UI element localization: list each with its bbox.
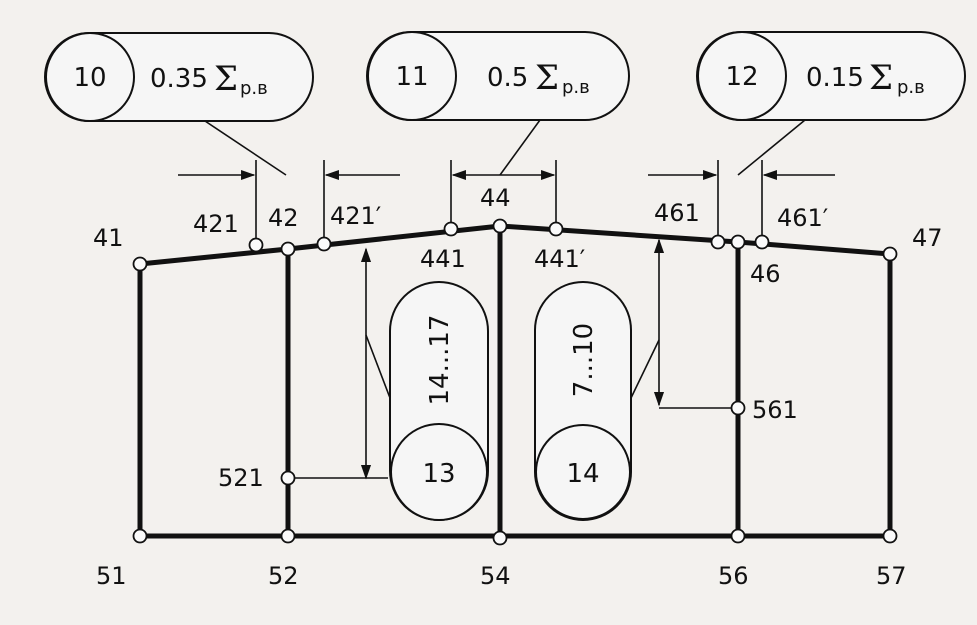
callout-circle	[697, 31, 787, 121]
node-441p-label: 441′	[534, 245, 585, 273]
node-461-label: 461	[654, 199, 700, 227]
leader-line	[630, 339, 660, 399]
callout-coef: 0.35	[150, 64, 208, 94]
node-56-label: 56	[718, 562, 749, 590]
leader-line	[499, 119, 541, 176]
sigma-symbol: Σ	[214, 59, 238, 99]
range-callout-14: 14 7...10	[534, 281, 660, 521]
callout-12: 12 0.15 Σ р.в	[696, 31, 966, 121]
sigma-subscript: р.в	[562, 77, 590, 98]
node-421p-label: 421′	[330, 202, 381, 230]
node-46-label: 46	[750, 260, 781, 288]
node-441-label: 441	[420, 245, 466, 273]
node-561-point	[730, 400, 746, 416]
range-callout-13: 13 14...17	[365, 281, 489, 521]
callout-number: 10	[73, 63, 106, 93]
node-421-point	[248, 237, 264, 253]
range-number: 14	[566, 459, 599, 489]
node-421-label: 421	[193, 210, 239, 238]
dimension-461	[648, 160, 835, 241]
node-46-point	[730, 234, 746, 250]
sigma-subscript: р.в	[897, 77, 925, 98]
callout-number: 11	[395, 62, 428, 92]
node-41-point	[132, 256, 148, 272]
range-circle	[535, 424, 631, 520]
node-44-point	[492, 218, 508, 234]
node-56-point	[730, 528, 746, 544]
range-label: 7...10	[569, 323, 599, 397]
node-42-point	[280, 241, 296, 257]
node-461p-point	[754, 234, 770, 250]
callout-coef: 0.15	[806, 63, 864, 93]
callout-circle	[45, 32, 135, 122]
node-47-point	[882, 246, 898, 262]
range-number: 13	[422, 459, 455, 489]
node-labels: 41 421 42 421′ 441 44 441′ 461 461′ 46 4…	[93, 184, 943, 590]
node-52-point	[280, 528, 296, 544]
range-label: 14...17	[425, 315, 455, 406]
leader-line	[204, 120, 287, 176]
dimension-521	[288, 247, 388, 480]
node-421p-point	[316, 236, 332, 252]
leader-line	[365, 334, 391, 399]
callout-coef: 0.5	[487, 63, 528, 93]
callout-number: 12	[725, 62, 758, 92]
node-54-point	[492, 530, 508, 546]
node-521-point	[280, 470, 296, 486]
callout-10: 10 0.35 Σ р.в	[44, 32, 314, 122]
node-561-label: 561	[752, 396, 798, 424]
node-57-point	[882, 528, 898, 544]
dimension-44	[450, 160, 557, 228]
node-54-label: 54	[480, 562, 511, 590]
leader-line	[737, 119, 806, 176]
node-41-label: 41	[93, 224, 124, 252]
node-461p-label: 461′	[777, 204, 828, 232]
node-42-label: 42	[268, 204, 299, 232]
range-circle	[390, 423, 488, 521]
node-521-label: 521	[218, 464, 264, 492]
node-441p-point	[548, 221, 564, 237]
callout-circle	[367, 31, 457, 121]
node-461-point	[710, 234, 726, 250]
node-52-label: 52	[268, 562, 299, 590]
callout-11: 11 0.5 Σ р.в	[366, 31, 630, 121]
sigma-subscript: р.в	[240, 78, 268, 99]
node-44-label: 44	[480, 184, 511, 212]
node-47-label: 47	[912, 224, 943, 252]
sigma-symbol: Σ	[869, 58, 893, 98]
node-441-point	[443, 221, 459, 237]
sigma-symbol: Σ	[535, 58, 559, 98]
node-57-label: 57	[876, 562, 907, 590]
dimension-561	[653, 238, 738, 409]
node-points	[132, 218, 898, 546]
dimension-421	[178, 160, 400, 243]
node-51-label: 51	[96, 562, 127, 590]
node-51-point	[132, 528, 148, 544]
